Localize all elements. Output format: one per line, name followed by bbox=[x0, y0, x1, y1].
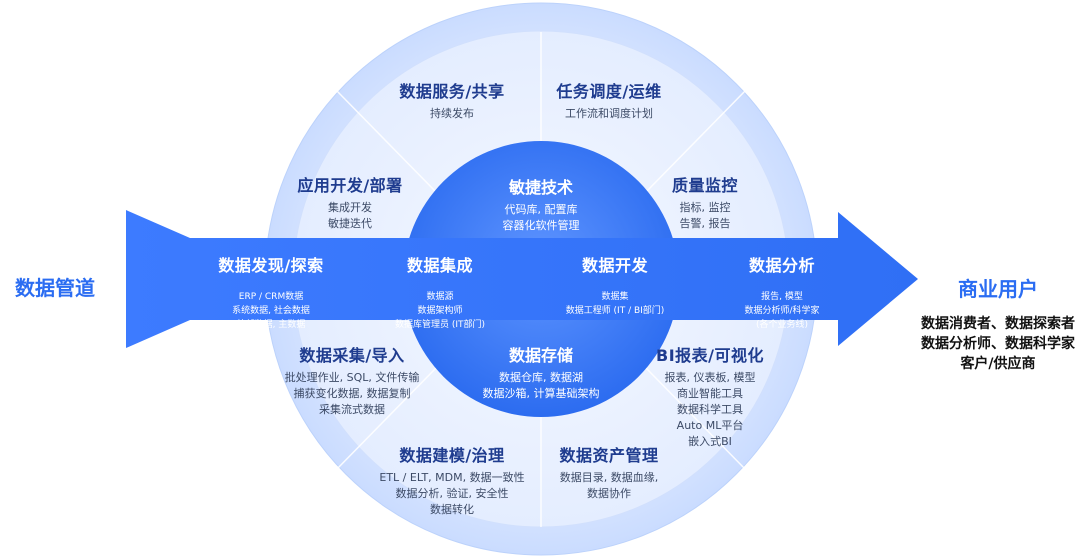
segment-data-collect: 数据采集/导入 批处理作业, SQL, 文件传输 捕获变化数据, 数据复制 采集… bbox=[262, 342, 442, 418]
segment-desc: ETL / ELT, MDM, 数据一致性 数据分析, 验证, 安全性 数据转化 bbox=[357, 470, 547, 518]
desc-line: 嵌入式BI bbox=[688, 435, 732, 448]
desc-line: 代码库, 配置库 bbox=[504, 203, 578, 216]
pipeline-label: 数据管道 bbox=[15, 276, 95, 300]
desc-line: 容器化软件管理 bbox=[502, 219, 580, 232]
segment-desc: 指标, 监控 告警, 报告 bbox=[640, 200, 770, 232]
desc-line: 商业智能工具 bbox=[677, 387, 743, 400]
stage-integration: 数据集成 数据源 数据架构师 数据库管理员 (IT部门) bbox=[370, 252, 510, 332]
stage-desc: 数据集 数据工程师 (IT / BI部门) bbox=[540, 290, 690, 318]
desc-line: 数据库管理员 (IT部门) bbox=[394, 320, 486, 330]
desc-line: 指标, 监控 bbox=[679, 201, 731, 214]
desc-line: 批处理作业, SQL, 文件传输 bbox=[284, 371, 420, 384]
segment-desc: 报表, 仪表板, 模型 商业智能工具 数据科学工具 Auto ML平台 嵌入式B… bbox=[640, 370, 780, 450]
segment-bi-report: BI报表/可视化 报表, 仪表板, 模型 商业智能工具 数据科学工具 Auto … bbox=[640, 342, 780, 450]
desc-line: 外部数据, 主数据 bbox=[236, 320, 306, 330]
stage-development: 数据开发 数据集 数据工程师 (IT / BI部门) bbox=[540, 252, 690, 318]
segment-dividers bbox=[335, 32, 747, 527]
desc-line: 数据源 bbox=[426, 292, 454, 302]
segment-title: 数据服务/共享 bbox=[399, 82, 505, 101]
segment-title: 应用开发/部署 bbox=[297, 176, 403, 195]
desc-line: 数据工程师 (IT / BI部门) bbox=[565, 306, 665, 316]
segment-desc: 批处理作业, SQL, 文件传输 捕获变化数据, 数据复制 采集流式数据 bbox=[262, 370, 442, 418]
pipeline-arrow bbox=[126, 210, 918, 348]
desc-line: 报表, 仪表板, 模型 bbox=[664, 371, 756, 384]
desc-line: 数据架构师 bbox=[417, 306, 463, 316]
desc-line: ERP / CRM数据 bbox=[238, 292, 304, 302]
desc-line: 捕获变化数据, 数据复制 bbox=[293, 387, 411, 400]
stage-title: 数据分析 bbox=[748, 256, 815, 275]
segment-desc: 数据目录, 数据血缘, 数据协作 bbox=[529, 470, 689, 502]
desc-line: 数据协作 bbox=[587, 487, 631, 500]
desc-line: 数据分析师/科学家 bbox=[744, 306, 820, 316]
desc-line: ETL / ELT, MDM, 数据一致性 bbox=[379, 471, 525, 484]
core-agile-tech: 敏捷技术 代码库, 配置库 容器化软件管理 bbox=[461, 174, 621, 234]
segment-title: 数据资产管理 bbox=[559, 446, 659, 465]
segment-desc: 集成开发 敏捷迭代 bbox=[270, 200, 430, 232]
stage-desc: 报告, 模型 数据分析师/科学家 (各个业务线) bbox=[712, 290, 852, 332]
stage-title: 数据发现/探索 bbox=[218, 256, 324, 275]
desc-line: 敏捷迭代 bbox=[328, 217, 372, 230]
desc-line: 采集流式数据 bbox=[319, 403, 385, 416]
segment-asset-mgmt: 数据资产管理 数据目录, 数据血缘, 数据协作 bbox=[529, 442, 689, 502]
segment-title: 数据采集/导入 bbox=[299, 346, 405, 365]
desc-line: 报告, 模型 bbox=[761, 292, 803, 302]
segment-title: 任务调度/运维 bbox=[556, 82, 662, 101]
segment-title: BI报表/可视化 bbox=[656, 346, 764, 365]
segment-task-schedule: 任务调度/运维 工作流和调度计划 bbox=[524, 78, 694, 122]
business-users-list: 数据消费者、数据探索者 数据分析师、数据科学家 客户/供应商 bbox=[918, 314, 1078, 374]
core-data-storage: 数据存储 数据仓库, 数据湖 数据沙箱, 计算基础架构 bbox=[451, 342, 631, 402]
segment-data-service: 数据服务/共享 持续发布 bbox=[372, 78, 532, 122]
segment-data-model: 数据建模/治理 ETL / ELT, MDM, 数据一致性 数据分析, 验证, … bbox=[357, 442, 547, 518]
stage-title: 数据集成 bbox=[406, 256, 473, 275]
stage-title: 数据开发 bbox=[581, 256, 648, 275]
desc-line: 数据仓库, 数据湖 bbox=[499, 371, 583, 384]
desc-line: 数据沙箱, 计算基础架构 bbox=[482, 387, 600, 400]
core-desc: 数据仓库, 数据湖 数据沙箱, 计算基础架构 bbox=[451, 370, 631, 402]
desc-line: 数据集 bbox=[601, 292, 629, 302]
segment-desc: 工作流和调度计划 bbox=[565, 107, 653, 120]
desc-line: 数据分析, 验证, 安全性 bbox=[395, 487, 509, 500]
stage-desc: 数据源 数据架构师 数据库管理员 (IT部门) bbox=[370, 290, 510, 332]
users-line: 数据消费者、数据探索者 bbox=[921, 316, 1075, 332]
desc-line: (各个业务线) bbox=[755, 320, 809, 330]
segment-app-dev: 应用开发/部署 集成开发 敏捷迭代 bbox=[270, 172, 430, 232]
segment-title: 数据建模/治理 bbox=[399, 446, 505, 465]
stage-desc: ERP / CRM数据 系统数据, 社会数据 外部数据, 主数据 bbox=[196, 290, 346, 332]
core-title: 敏捷技术 bbox=[508, 178, 573, 197]
desc-line: Auto ML平台 bbox=[676, 419, 744, 432]
stage-discovery: 数据发现/探索 ERP / CRM数据 系统数据, 社会数据 外部数据, 主数据 bbox=[196, 252, 346, 332]
segment-title: 质量监控 bbox=[671, 176, 738, 195]
stage-analysis: 数据分析 报告, 模型 数据分析师/科学家 (各个业务线) bbox=[712, 252, 852, 332]
segment-quality: 质量监控 指标, 监控 告警, 报告 bbox=[640, 172, 770, 232]
desc-line: 数据目录, 数据血缘, bbox=[559, 471, 659, 484]
desc-line: 告警, 报告 bbox=[679, 217, 731, 230]
desc-line: 数据科学工具 bbox=[677, 403, 743, 416]
core-desc: 代码库, 配置库 容器化软件管理 bbox=[461, 202, 621, 234]
desc-line: 系统数据, 社会数据 bbox=[232, 306, 310, 316]
users-line: 客户/供应商 bbox=[960, 356, 1036, 372]
desc-line: 数据转化 bbox=[430, 503, 474, 516]
business-users-title: 商业用户 bbox=[958, 277, 1038, 301]
users-line: 数据分析师、数据科学家 bbox=[921, 336, 1075, 352]
core-title: 数据存储 bbox=[508, 346, 573, 365]
business-users-block: 商业用户 数据消费者、数据探索者 数据分析师、数据科学家 客户/供应商 bbox=[918, 273, 1078, 374]
desc-line: 集成开发 bbox=[328, 201, 372, 214]
segment-desc: 持续发布 bbox=[430, 107, 474, 120]
